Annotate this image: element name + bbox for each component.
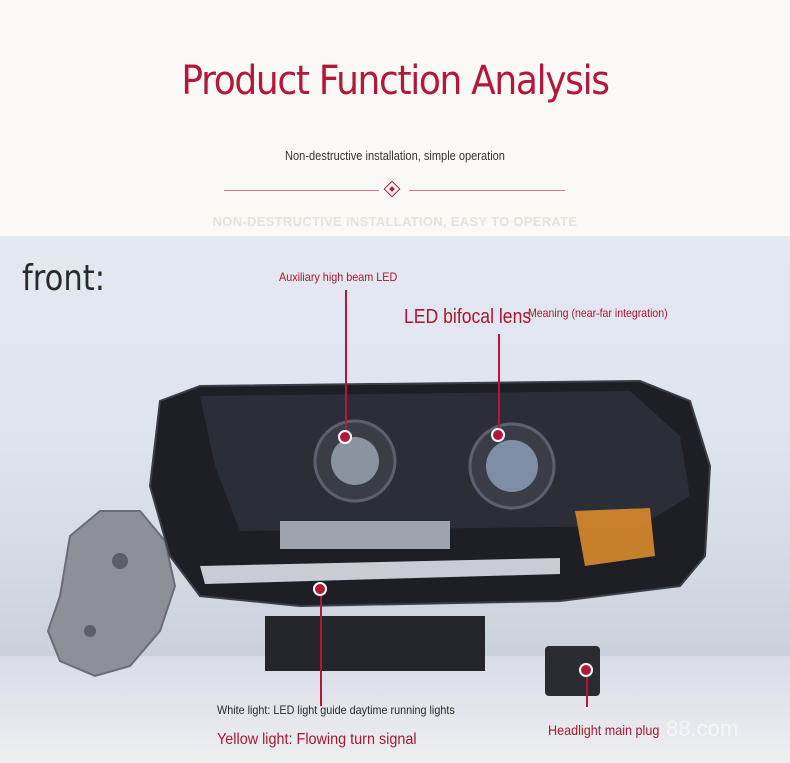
bracket-hole bbox=[112, 553, 128, 569]
diamond-icon bbox=[383, 180, 401, 198]
inner-bar bbox=[280, 521, 450, 549]
callout-bifocal-lens: LED bifocal lens bbox=[404, 306, 532, 328]
callout-main-plug: Headlight main plug bbox=[548, 722, 660, 738]
floor-reflection bbox=[0, 656, 790, 763]
callout-yellow-light: Yellow light: Flowing turn signal bbox=[217, 731, 417, 748]
callout-line-plug bbox=[586, 677, 588, 707]
divider-right bbox=[409, 190, 565, 191]
bottom-module bbox=[265, 616, 485, 671]
page-subtitle: Non-destructive installation, simple ope… bbox=[285, 148, 505, 163]
divider-left bbox=[224, 190, 379, 191]
header-section: Product Function Analysis Non-destructiv… bbox=[0, 0, 790, 236]
drl-light-guide bbox=[200, 558, 560, 584]
headlight-photo: front: Auxiliary high beam LED LED bifoc… bbox=[0, 236, 790, 763]
callout-line-bifocal bbox=[498, 334, 500, 428]
callout-dot-bifocal bbox=[491, 428, 505, 442]
callout-dot-aux bbox=[338, 430, 352, 444]
callout-line-drl bbox=[320, 596, 322, 706]
callout-line-aux bbox=[345, 290, 347, 430]
callout-aux-high-beam: Auxiliary high beam LED bbox=[279, 270, 398, 284]
projector-right-lens bbox=[486, 440, 538, 492]
amber-turn-lens bbox=[575, 508, 655, 566]
headlight-upper-lens bbox=[200, 391, 690, 531]
ghost-subtitle: NON-DESTRUCTIVE INSTALLATION, EASY TO OP… bbox=[212, 214, 578, 229]
callout-dot-drl bbox=[313, 582, 327, 596]
headlight-illustration bbox=[46, 379, 712, 696]
projector-left-lens bbox=[331, 437, 379, 485]
callout-dot-plug bbox=[579, 663, 593, 677]
callout-meaning: Meaning (near-far integration) bbox=[528, 306, 668, 320]
bracket-hole bbox=[84, 625, 96, 637]
mounting-bracket bbox=[46, 510, 177, 678]
front-label: front: bbox=[22, 258, 106, 299]
watermark-text: 88.com bbox=[666, 716, 739, 741]
callout-white-light: White light: LED light guide daytime run… bbox=[217, 703, 455, 717]
page-title: Product Function Analysis bbox=[181, 58, 610, 104]
